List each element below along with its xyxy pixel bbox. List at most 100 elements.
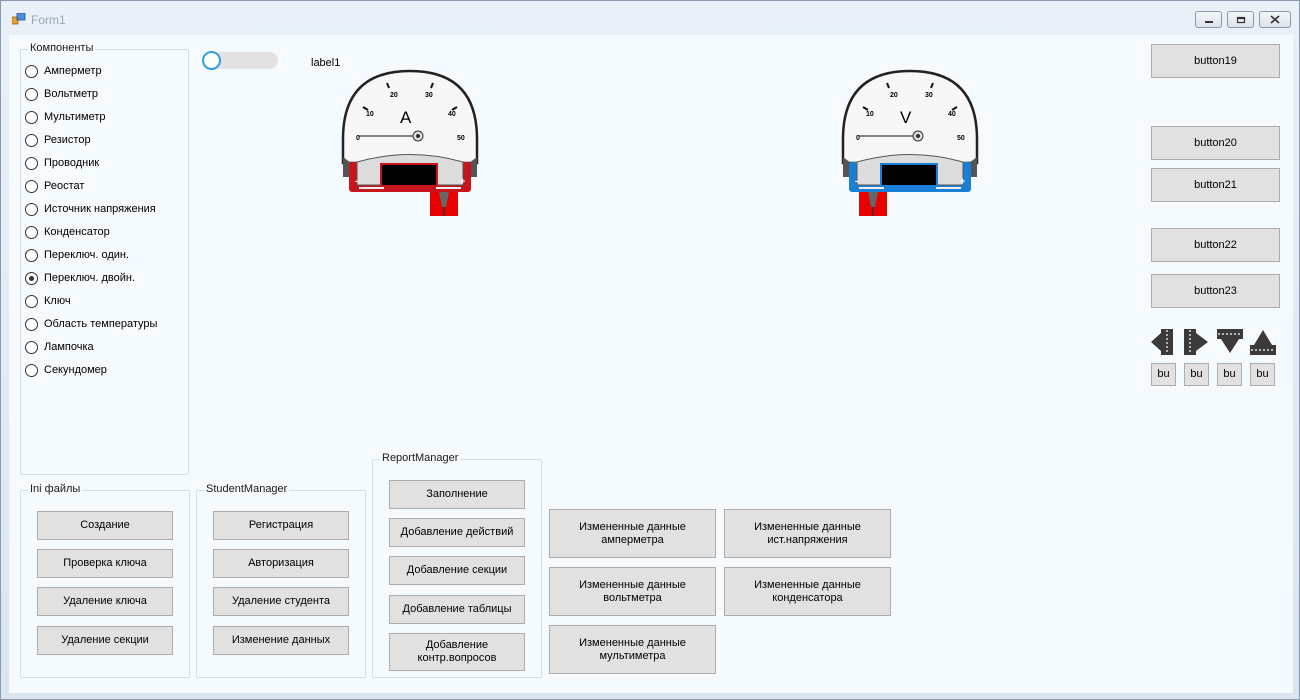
small-button-3[interactable]: bu [1217, 363, 1242, 386]
title-bar[interactable]: Form1 [1, 1, 1299, 35]
voltmeter-plus: + [960, 176, 965, 186]
radio-button[interactable] [25, 64, 38, 78]
radio-item[interactable]: Лампочка [25, 339, 94, 355]
radio-button[interactable] [25, 133, 38, 147]
radio-button[interactable] [25, 202, 38, 216]
ammeter-minus: - [355, 176, 358, 186]
radio-button[interactable] [25, 110, 38, 124]
button21[interactable]: button21 [1151, 168, 1280, 202]
radio-item[interactable]: Источник напряжения [25, 201, 156, 217]
ammeter-tick-20: 20 [390, 92, 398, 99]
connector-up-icon[interactable] [1248, 327, 1278, 357]
ini-files-group: Ini файлы [20, 483, 190, 678]
changed-multimeter-data-button[interactable]: Измененные данные мультиметра [549, 625, 716, 674]
radio-label: Переключ. двойн. [44, 272, 135, 284]
voltmeter-widget[interactable]: V 0 10 20 30 40 50 - + [839, 67, 981, 219]
ammeter-letter: A [400, 108, 412, 127]
radio-item[interactable]: Проводник [25, 155, 99, 171]
button23[interactable]: button23 [1151, 274, 1280, 308]
report-manager-group: ReportManager [372, 452, 542, 678]
radio-item[interactable]: Вольтметр [25, 86, 98, 102]
radio-item[interactable]: Секундомер [25, 362, 107, 378]
small-button-1[interactable]: bu [1151, 363, 1176, 386]
connector-down-icon[interactable] [1215, 327, 1245, 357]
change-data-button[interactable]: Изменение данных [213, 626, 349, 655]
radio-label: Источник напряжения [44, 203, 156, 215]
radio-item[interactable]: Переключ. один. [25, 247, 129, 263]
student-manager-group: StudentManager [196, 483, 366, 678]
connector-left-icon[interactable] [1149, 327, 1177, 357]
delete-section-button[interactable]: Удаление секции [37, 626, 173, 655]
components-group-title: Компоненты [28, 42, 96, 54]
connector-right-icon[interactable] [1182, 327, 1210, 357]
radio-button[interactable] [25, 156, 38, 170]
radio-button[interactable] [25, 225, 38, 239]
radio-button[interactable] [25, 248, 38, 262]
radio-item[interactable]: Реостат [25, 178, 84, 194]
radio-label: Амперметр [44, 65, 102, 77]
radio-button[interactable] [25, 271, 38, 285]
radio-label: Реостат [44, 180, 85, 192]
authorization-button[interactable]: Авторизация [213, 549, 349, 578]
voltmeter-minus: - [855, 176, 858, 186]
delete-key-button[interactable]: Удаление ключа [37, 587, 173, 616]
ammeter-tick-10: 10 [366, 111, 374, 118]
create-button[interactable]: Создание [37, 511, 173, 540]
radio-item[interactable]: Резистор [25, 132, 91, 148]
add-table-button[interactable]: Добавление таблицы [389, 595, 525, 624]
radio-label: Конденсатор [44, 226, 110, 238]
changed-source-data-button[interactable]: Измененные данные ист.напряжения [724, 509, 891, 558]
check-key-button[interactable]: Проверка ключа [37, 549, 173, 578]
registration-button[interactable]: Регистрация [213, 511, 349, 540]
delete-student-button[interactable]: Удаление студента [213, 587, 349, 616]
button19[interactable]: button19 [1151, 44, 1280, 78]
radio-button[interactable] [25, 340, 38, 354]
toggle-switch[interactable] [202, 51, 278, 70]
radio-item[interactable]: Мультиметр [25, 109, 106, 125]
changed-capacitor-data-button[interactable]: Измененные данные конденсатора [724, 567, 891, 616]
radio-label: Переключ. один. [44, 249, 130, 261]
radio-button[interactable] [25, 87, 38, 101]
radio-button[interactable] [25, 294, 38, 308]
radio-item[interactable]: Амперметр [25, 63, 102, 79]
add-actions-button[interactable]: Добавление действий [389, 518, 525, 547]
radio-item[interactable]: Область температуры [25, 316, 157, 332]
add-control-questions-button[interactable]: Добавление контр.вопросов [389, 633, 525, 671]
radio-label: Секундомер [44, 364, 107, 376]
radio-label: Вольтметр [44, 88, 99, 100]
voltmeter-display [880, 163, 938, 187]
voltmeter-tick-0: 0 [856, 135, 860, 142]
radio-button[interactable] [25, 179, 38, 193]
radio-label: Область температуры [44, 318, 158, 330]
voltmeter-tick-20: 20 [890, 92, 898, 99]
ammeter-tick-0: 0 [356, 135, 360, 142]
toggle-knob[interactable] [202, 51, 221, 70]
radio-button[interactable] [25, 363, 38, 377]
radio-label: Мультиметр [44, 111, 106, 123]
restore-button[interactable] [1227, 11, 1254, 28]
voltmeter-tick-10: 10 [866, 111, 874, 118]
radio-button[interactable] [25, 317, 38, 331]
changed-ammeter-data-button[interactable]: Измененные данные амперметра [549, 509, 716, 558]
radio-item[interactable]: Ключ [25, 293, 71, 309]
radio-item[interactable]: Переключ. двойн. [25, 270, 135, 286]
ini-files-group-title: Ini файлы [28, 483, 83, 495]
minimize-button[interactable] [1195, 11, 1222, 28]
add-section-button[interactable]: Добавление секции [389, 556, 525, 585]
small-button-2[interactable]: bu [1184, 363, 1209, 386]
button22[interactable]: button22 [1151, 228, 1280, 262]
close-button[interactable] [1259, 11, 1291, 28]
radio-item[interactable]: Конденсатор [25, 224, 110, 240]
restore-icon [1236, 16, 1245, 23]
button20[interactable]: button20 [1151, 126, 1280, 160]
window-title: Form1 [31, 13, 66, 27]
small-button-4[interactable]: bu [1250, 363, 1275, 386]
voltmeter-tick-50: 50 [957, 135, 965, 142]
radio-label: Резистор [44, 134, 91, 146]
fill-button[interactable]: Заполнение [389, 480, 525, 509]
changed-voltmeter-data-button[interactable]: Измененные данные вольтметра [549, 567, 716, 616]
ammeter-widget[interactable]: A 0 10 20 30 40 50 - + [339, 67, 481, 219]
student-manager-group-title: StudentManager [204, 483, 290, 495]
